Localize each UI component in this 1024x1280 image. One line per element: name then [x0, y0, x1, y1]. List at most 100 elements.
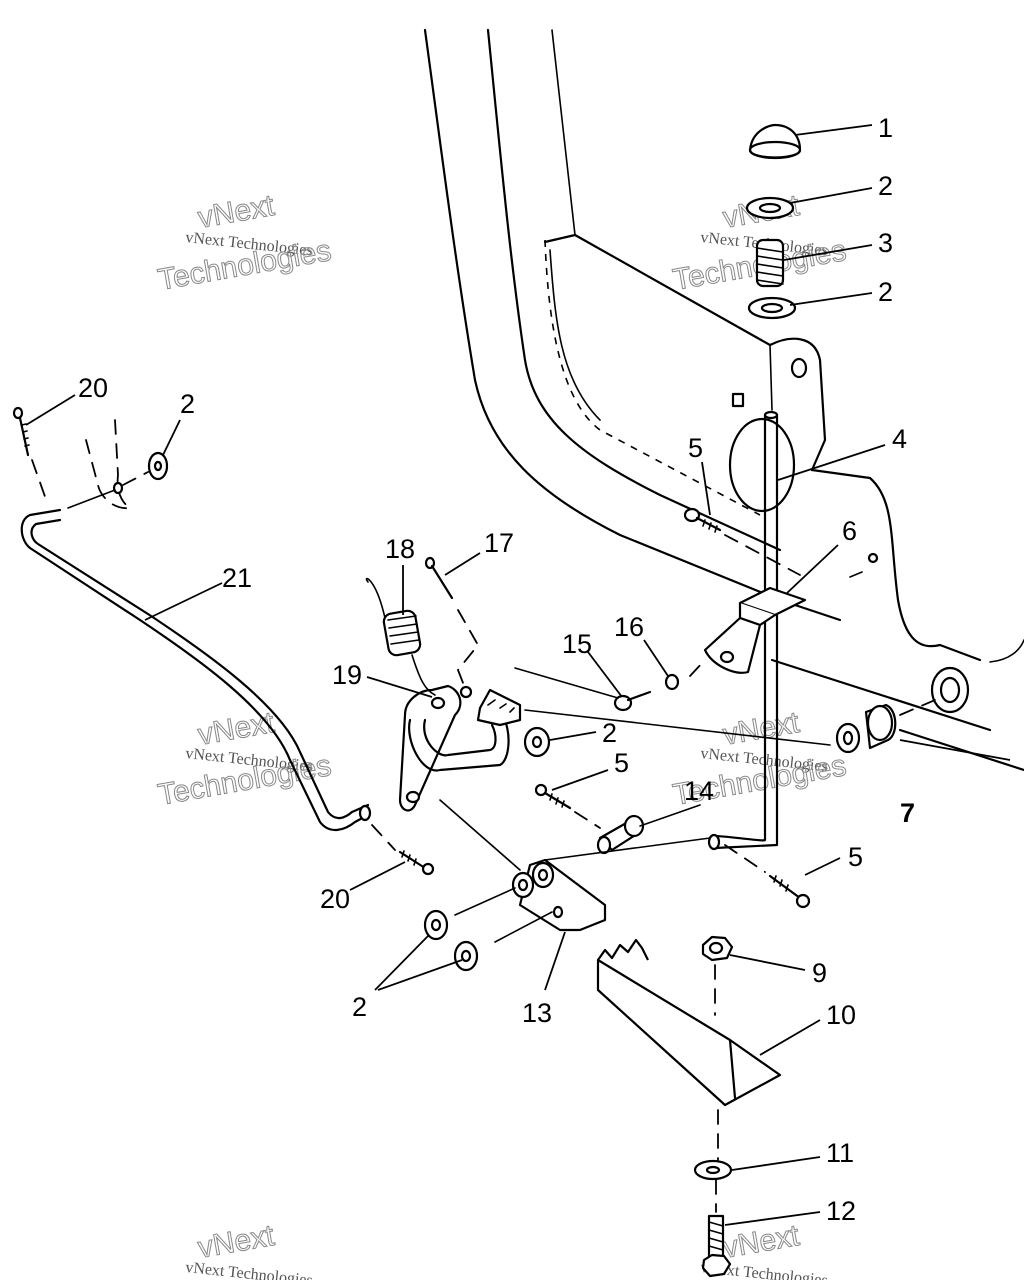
leader-5b [551, 769, 609, 791]
watermark-bottom-left: vNext vNext Technologies [185, 1218, 314, 1280]
bracket-lower-hole [552, 905, 564, 919]
pedal-to-bushing-line [524, 709, 831, 746]
pedal-plate-body [596, 958, 782, 1107]
callout-20: 20 [78, 373, 108, 403]
rod-end [707, 833, 721, 851]
part-washer-lower-1 [423, 909, 449, 941]
pin-shank [18, 416, 30, 457]
callout-5: 5 [848, 842, 863, 872]
rod-right-edge [713, 413, 779, 850]
frame-top-edge [551, 29, 576, 236]
bolt-thread [708, 1221, 724, 1251]
pin-collar [623, 814, 645, 838]
part-bolt-15 [613, 690, 652, 712]
bracket-arm-hole [719, 650, 735, 664]
callout-2: 2 [878, 171, 893, 201]
watermark-top-left: vNext vNext Technologies Technologies [155, 188, 334, 297]
callout-16: 16 [614, 612, 644, 642]
part-bushing-7 [835, 703, 897, 754]
part-washer-left [147, 451, 169, 481]
leader-9 [729, 954, 806, 971]
bracket-bolt-mark [849, 571, 863, 578]
crossbar-top [770, 658, 992, 732]
part-bracket-13 [511, 858, 607, 932]
leader-4 [777, 444, 886, 481]
panel-hole [790, 357, 808, 379]
part-rod-4 [707, 410, 779, 851]
leader-5a [701, 461, 711, 516]
bolt-thread [549, 793, 565, 808]
part-washer-top [745, 196, 795, 220]
nut-bore [708, 941, 724, 955]
leader-17 [444, 552, 481, 576]
callout-20: 20 [320, 884, 350, 914]
leader-11 [731, 1156, 821, 1171]
callout-5: 5 [688, 433, 703, 463]
part-nut-9 [701, 935, 734, 962]
pedal-plate-teeth [597, 938, 649, 961]
watermark-outline-vnext: vNext [195, 1219, 277, 1265]
leader-1 [794, 124, 873, 136]
callout-2: 2 [878, 277, 893, 307]
part-pedal-shaft-19 [398, 684, 522, 812]
callout-2: 2 [352, 992, 367, 1022]
bolt5-lower-axis [724, 844, 766, 873]
pin-axis-dash [456, 609, 480, 689]
pin-end [596, 835, 612, 855]
washer-hole [430, 918, 442, 932]
leader-20a [25, 394, 76, 426]
callout-5: 5 [614, 748, 629, 778]
bolt-shank [626, 690, 652, 702]
callout-18: 18 [385, 534, 415, 564]
leader-5c [804, 857, 841, 876]
watermark-outline-vnext: vNext [195, 189, 277, 235]
rod-top [763, 410, 779, 420]
bracket-ear-left-hole [517, 878, 529, 892]
shaft-pin-end [459, 685, 473, 699]
washer-axis-left [122, 471, 149, 486]
washer-hole [460, 949, 472, 963]
pin-head [421, 862, 435, 876]
callout-11: 11 [826, 1138, 854, 1168]
callout-14: 14 [684, 776, 714, 806]
bolt-thread [702, 519, 718, 533]
panel-slot [731, 392, 745, 408]
nut-body [664, 673, 680, 691]
panel-plate-fold [769, 344, 773, 411]
washer-hole [153, 460, 163, 472]
part-bracket-6 [703, 586, 807, 674]
frame-outer-edge [423, 28, 782, 602]
part-washer-pedal [523, 726, 551, 758]
spacer-axis-dash [899, 699, 936, 716]
hidden-mount-contour [85, 419, 133, 509]
spring-body [755, 238, 785, 288]
part-cotter-pin-20-top [12, 406, 30, 457]
rod-end [358, 804, 372, 822]
rod-to-mount-line [67, 489, 116, 509]
pedal-plate-fold [728, 1038, 737, 1100]
leader-21 [144, 582, 223, 621]
mount-hole [112, 481, 124, 495]
lever-plate [398, 684, 462, 812]
washer-to-bracket-line-2 [494, 911, 553, 943]
part-bolt-5-middle [534, 783, 572, 810]
part-bolt-5-lower [768, 874, 811, 909]
callout-9: 9 [812, 958, 827, 988]
washer-hole [760, 302, 784, 314]
callout-labels: 1 2 3 2 20 2 5 4 18 17 6 21 15 16 19 2 5… [78, 113, 915, 1226]
leader-19 [366, 676, 433, 698]
frame-panel [423, 28, 1024, 772]
panel-plate-inner [549, 249, 601, 421]
watermark-text: vNext Technologies [185, 1259, 314, 1280]
part-pedal-plate-10 [596, 938, 782, 1107]
callout-21: 21 [222, 563, 252, 593]
shaft-bend-inner [423, 718, 497, 757]
cap-rim [748, 140, 802, 160]
callout-13: 13 [522, 998, 552, 1028]
bolt-head [613, 694, 633, 712]
crossbar-bottom [898, 728, 1024, 772]
watermark-outline-vnext: vNext [195, 706, 277, 752]
rod-inner [30, 518, 370, 820]
bolt-thread [773, 875, 789, 892]
